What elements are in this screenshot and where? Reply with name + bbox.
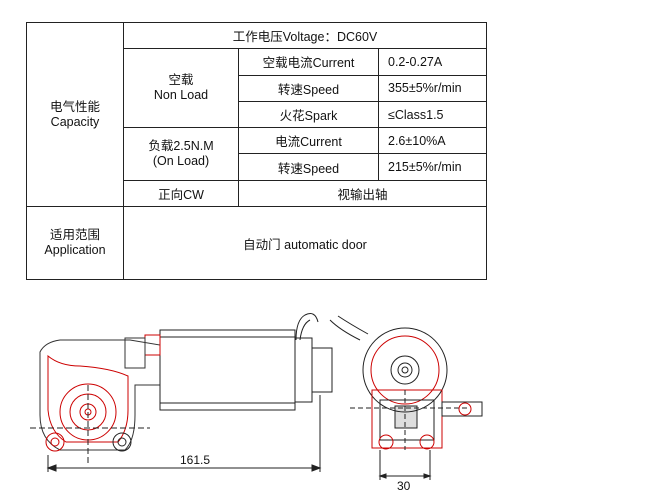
no-load-label: 空载 Non Load (123, 48, 239, 129)
no-load-cn: 空载 (168, 73, 194, 88)
dimension-161-5 (30, 385, 322, 472)
capacity-label-en: Capacity (50, 114, 100, 129)
motor-drawing: 161.5 30 (30, 313, 483, 493)
direction-value: 视输出轴 (237, 179, 488, 208)
no-load-speed-label: 转速Speed (238, 74, 379, 102)
dimension-30 (378, 450, 432, 480)
spec-table: 电气性能 Capacity 工作电压Voltage：DC60V 空载 Non L… (26, 21, 488, 280)
capacity-group-label: 电气性能 Capacity (26, 21, 124, 208)
no-load-en: Non Load (153, 88, 209, 103)
load-current-label: 电流Current (238, 127, 379, 155)
application-value: 自动门 automatic door (122, 206, 488, 280)
no-load-speed-value: 355±5%r/min (377, 74, 488, 102)
direction-label: 正向CW (123, 179, 239, 208)
no-load-current-label: 空载电流Current (238, 48, 379, 76)
capacity-label-cn: 电气性能 (49, 99, 100, 114)
application-label: 适用范围 Application (26, 206, 124, 280)
application-en: Application (44, 243, 106, 258)
application-cn: 适用范围 (49, 228, 100, 243)
no-load-current-value: 0.2-0.27A (377, 48, 488, 76)
on-load-label: 负载2.5N.M (On Load) (123, 127, 239, 181)
load-speed-value: 215±5%r/min (377, 153, 488, 181)
spark-value: ≤Class1.5 (377, 100, 488, 129)
on-load-en: (On Load) (152, 153, 210, 168)
on-load-cn: 负载2.5N.M (148, 138, 214, 153)
load-speed-label: 转速Speed (238, 153, 379, 181)
load-current-value: 2.6±10%A (377, 127, 488, 155)
voltage-cell: 工作电压Voltage：DC60V (122, 21, 488, 50)
end-view-motor (329, 315, 483, 450)
width-dimension: 30 (397, 479, 411, 493)
spark-label: 火花Spark (238, 100, 379, 129)
length-dimension: 161.5 (180, 453, 210, 467)
